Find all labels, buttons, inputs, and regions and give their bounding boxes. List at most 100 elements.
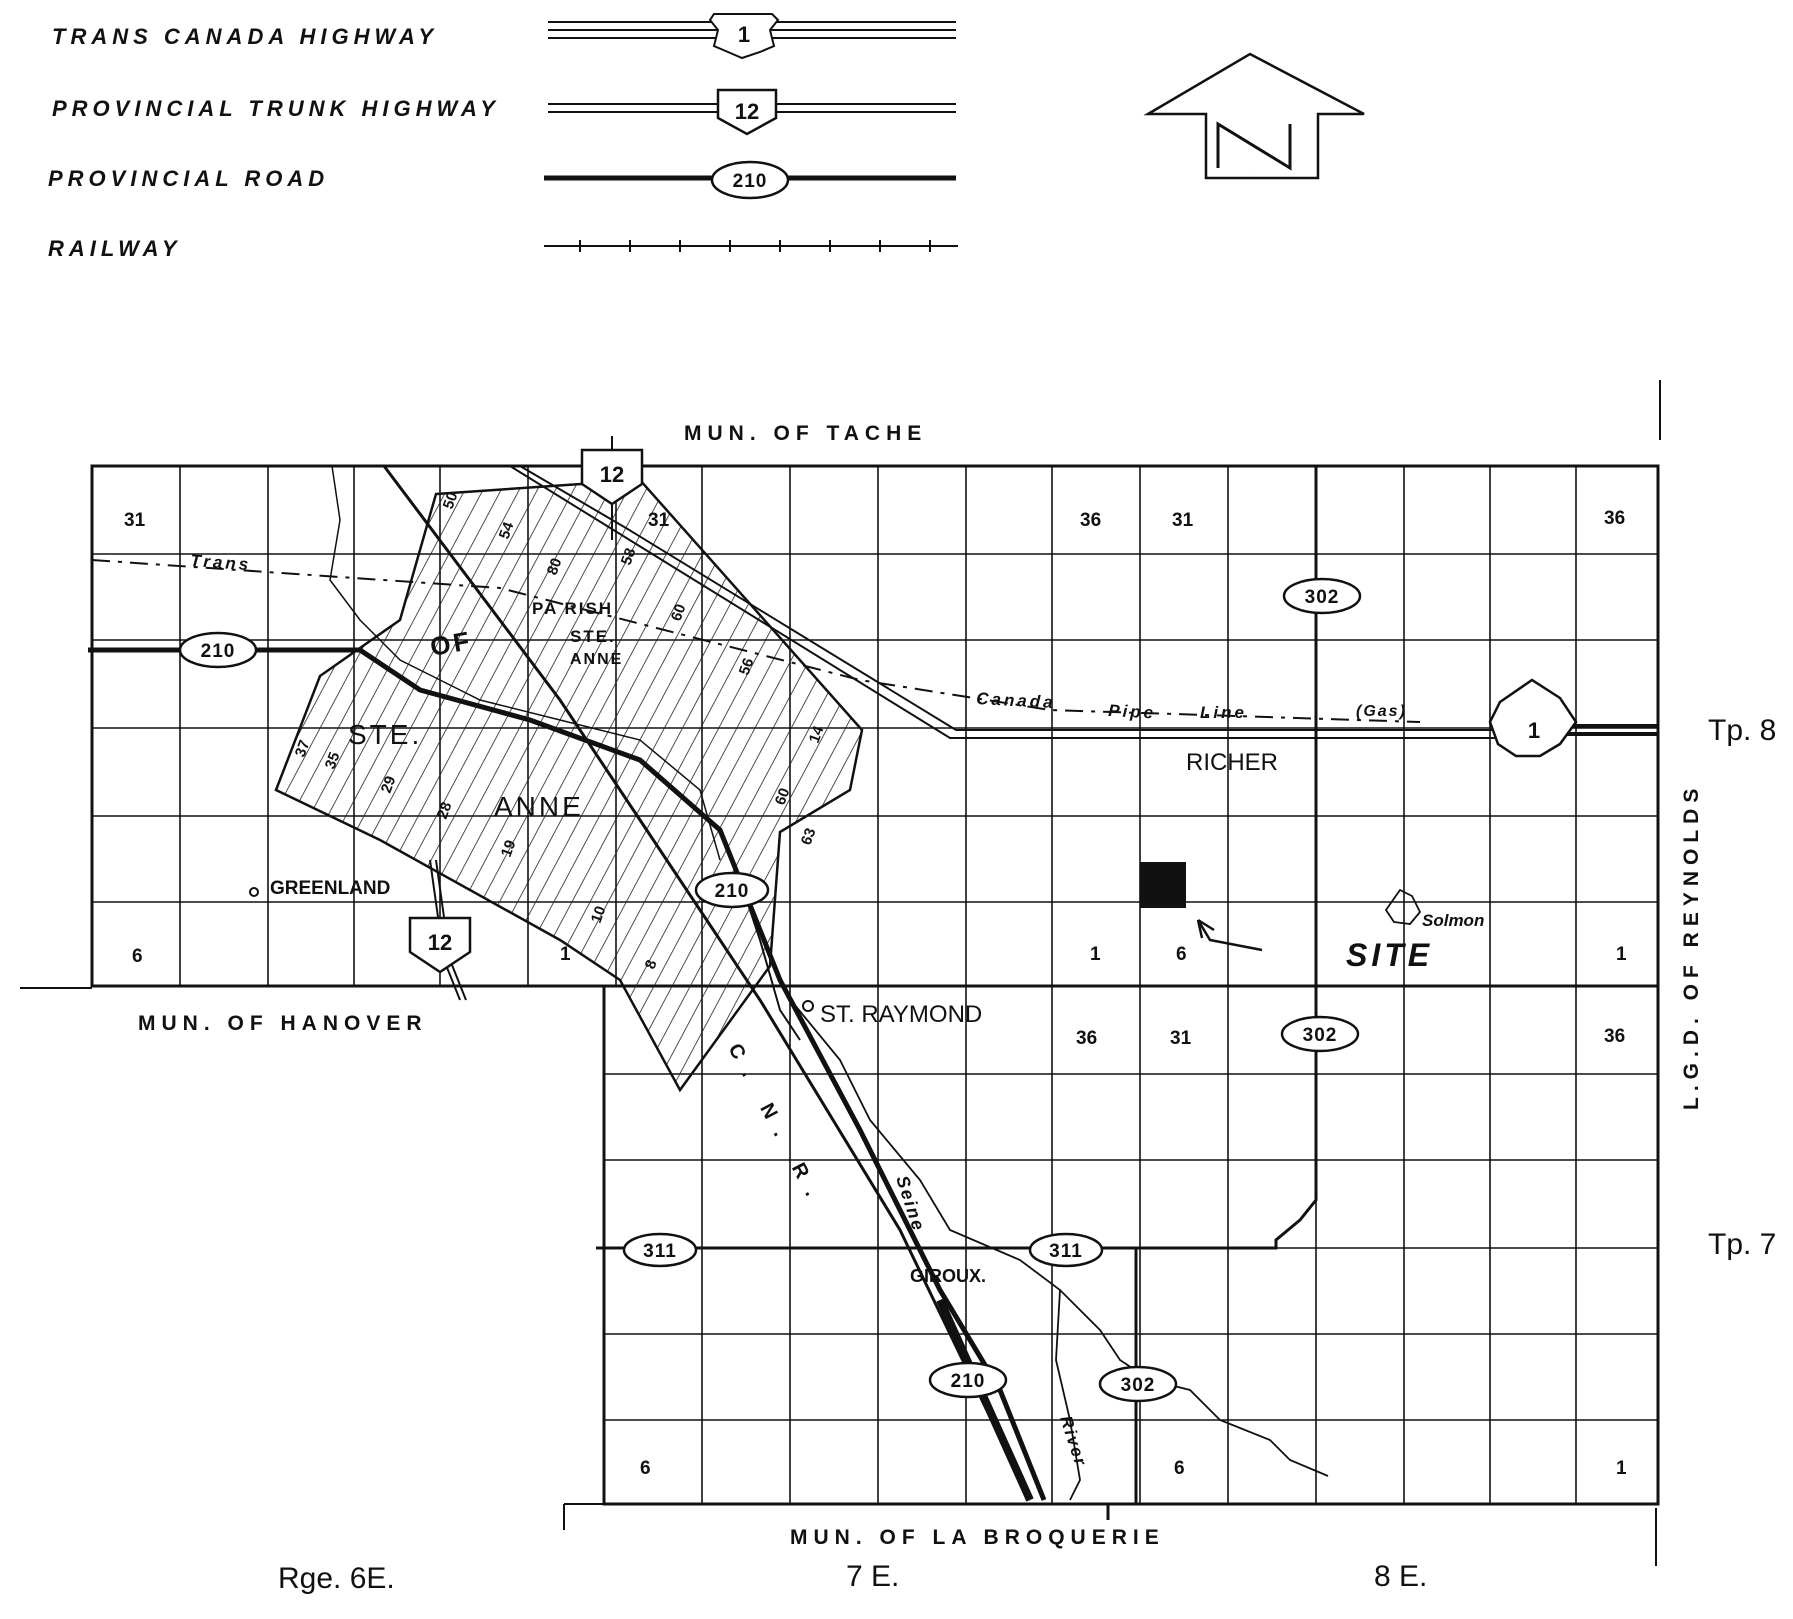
hwy1-shield: 1	[1488, 678, 1578, 758]
greenland-dot	[249, 887, 259, 897]
legend-trans-canada-line: 1	[548, 13, 956, 60]
r302-mid-oval: 302	[1280, 1015, 1360, 1053]
svg-text:31: 31	[124, 510, 146, 531]
svg-text:6: 6	[640, 1458, 651, 1479]
svg-text:29: 29	[378, 774, 400, 795]
solmon-label: Solmon	[1422, 911, 1484, 930]
parish-of: OF	[428, 625, 475, 662]
svg-text:6: 6	[1174, 1458, 1185, 1479]
svg-text:56: 56	[736, 656, 758, 677]
legend-trans-canada-label: TRANS CANADA HIGHWAY	[52, 24, 438, 49]
range-8e-label: 8 E.	[1374, 1560, 1427, 1593]
tp8-label: Tp. 8	[1708, 714, 1776, 747]
svg-text:54: 54	[496, 519, 518, 541]
line-label: Line	[1200, 703, 1247, 722]
section-numbers: 31 31 36 31 36 6 1 1 6 1 36 31 36 6 6 1	[124, 508, 1627, 1479]
svg-text:50: 50	[440, 490, 462, 511]
giroux-label: GIROUX.	[910, 1266, 986, 1286]
hwy12-north-shield: 12	[580, 448, 644, 506]
svg-text:6: 6	[132, 946, 143, 967]
maple-leaf-icon	[708, 13, 780, 60]
svg-text:302: 302	[1305, 587, 1340, 608]
north-arrow-icon: N	[1143, 52, 1365, 180]
svg-text:36: 36	[1076, 1028, 1097, 1049]
r311-east-oval: 311	[1028, 1232, 1104, 1268]
north-letter: N	[1254, 174, 1255, 176]
legend-trans-canada-symbol: 1	[738, 22, 750, 47]
legend: TRANS CANADA HIGHWAY 1 PROVINCIAL TRUNK …	[48, 13, 958, 261]
svg-text:6: 6	[1176, 944, 1187, 965]
river-label: River	[1056, 1413, 1090, 1469]
parish-anne: ANNE	[570, 651, 623, 668]
parish-ste: STE.	[570, 627, 616, 646]
provincial-road-oval-icon	[710, 160, 790, 200]
r302-north-oval: 302	[1282, 577, 1362, 615]
svg-text:14: 14	[806, 723, 828, 745]
parish-big-anne: ANNE	[494, 791, 584, 822]
site-parcel	[1140, 862, 1186, 908]
site-label: SITE	[1346, 937, 1433, 973]
svg-text:36: 36	[1604, 1026, 1625, 1047]
mun-tache-label: MUN. OF TACHE	[684, 422, 927, 445]
st-raymond-label: ST. RAYMOND	[820, 1001, 982, 1028]
svg-text:210: 210	[715, 881, 750, 902]
parish-word: PA RISH	[532, 599, 613, 618]
canada-label: Canada	[976, 689, 1056, 712]
svg-text:60: 60	[668, 602, 690, 623]
svg-text:311: 311	[1049, 1241, 1083, 1262]
hwy12-south-shield: 12	[408, 916, 472, 974]
svg-text:28: 28	[434, 800, 456, 821]
road-network	[88, 436, 1658, 1520]
gas-label: (Gas)	[1356, 703, 1407, 720]
legend-trunk-symbol: 12	[735, 99, 759, 124]
legend-trunk-line: 12	[548, 88, 956, 136]
svg-text:1: 1	[560, 944, 571, 965]
site-arrow-icon	[1196, 918, 1263, 952]
legend-provincial-road-symbol: 210	[733, 171, 768, 192]
parish-ste-anne-area	[274, 478, 864, 1093]
r302-south-oval: 302	[1098, 1365, 1178, 1403]
st-raymond-dot	[802, 1000, 814, 1012]
legend-provincial-road-label: PROVINCIAL ROAD	[48, 166, 329, 191]
trans-label: Trans	[190, 551, 252, 574]
svg-text:60: 60	[772, 786, 794, 807]
greenland-label: GREENLAND	[270, 878, 390, 899]
svg-text:210: 210	[201, 641, 236, 662]
cnr-label: C. N. R.	[724, 1040, 829, 1212]
parish-big-ste: STE.	[348, 719, 422, 750]
svg-text:37: 37	[292, 738, 314, 759]
tp7-label: Tp. 7	[1708, 1228, 1776, 1261]
svg-text:302: 302	[1121, 1375, 1156, 1396]
trunk-shield-icon	[716, 88, 778, 136]
svg-text:12: 12	[600, 462, 624, 487]
r210-west-oval: 210	[178, 631, 258, 669]
svg-text:31: 31	[1170, 1028, 1192, 1049]
svg-text:1: 1	[1616, 1458, 1627, 1479]
svg-text:311: 311	[643, 1241, 677, 1262]
svg-text:36: 36	[1604, 508, 1625, 529]
legend-railway-label: RAILWAY	[48, 236, 182, 261]
svg-text:1: 1	[1616, 944, 1627, 965]
svg-text:35: 35	[322, 750, 344, 771]
svg-text:1: 1	[1090, 944, 1101, 965]
svg-text:31: 31	[1172, 510, 1194, 531]
svg-text:58: 58	[618, 546, 640, 567]
legend-provincial-road-line: 210	[544, 160, 956, 200]
pipe-label: Pipe	[1108, 701, 1157, 722]
range-7e-label: 7 E.	[846, 1560, 899, 1593]
mun-hanover-label: MUN. OF HANOVER	[138, 1012, 428, 1035]
r311-west-oval: 311	[622, 1232, 698, 1268]
lot-numbers: 50 54 80 58 60 56 14 60 63 37 35 29 28 1…	[292, 490, 828, 971]
svg-text:80: 80	[544, 556, 566, 577]
township-grid	[20, 380, 1661, 1566]
svg-text:19: 19	[498, 838, 520, 859]
svg-text:10: 10	[588, 904, 610, 925]
svg-text:1: 1	[1528, 718, 1540, 743]
svg-text:302: 302	[1303, 1025, 1338, 1046]
svg-text:63: 63	[798, 826, 820, 847]
range-6e-label: Rge. 6E.	[278, 1562, 395, 1595]
svg-text:210: 210	[951, 1371, 986, 1392]
svg-text:12: 12	[428, 930, 452, 955]
mun-la-broquerie-label: MUN. OF LA BROQUERIE	[790, 1526, 1165, 1549]
